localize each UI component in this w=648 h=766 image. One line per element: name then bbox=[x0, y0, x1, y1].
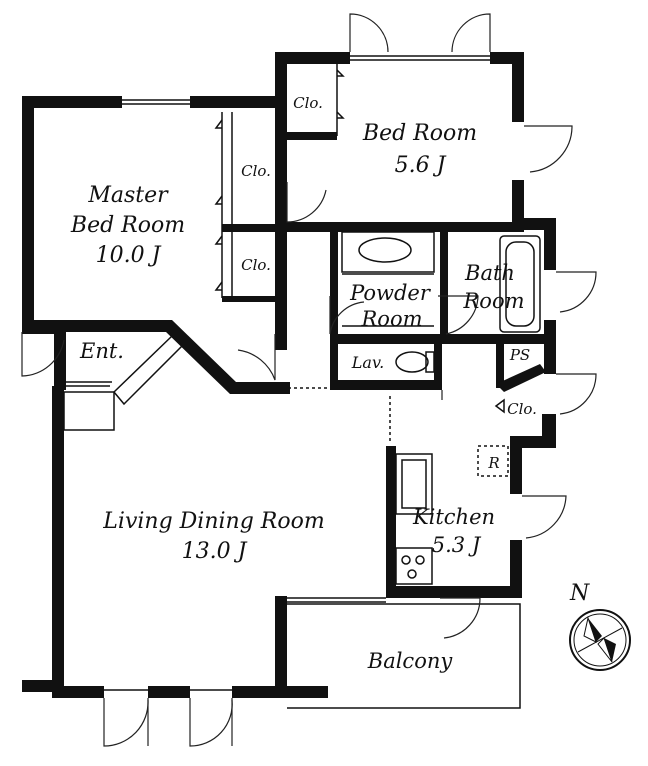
exterior-walls bbox=[22, 52, 556, 698]
bath-room-label: Bath bbox=[464, 261, 515, 285]
compass-icon: N bbox=[569, 581, 631, 671]
bath-room-label-2: Room bbox=[462, 289, 524, 313]
powder-room-label: Powder bbox=[349, 281, 432, 305]
master-bedroom-label: Master bbox=[87, 183, 169, 208]
balcony-label: Balcony bbox=[367, 649, 454, 673]
closet-label-4: Clo. bbox=[507, 400, 537, 418]
doors bbox=[21, 13, 597, 747]
refrigerator-label: R bbox=[487, 454, 499, 472]
entrance-label: Ent. bbox=[79, 339, 124, 363]
compass-north-label: N bbox=[569, 581, 590, 606]
kitchen-label: Kitchen bbox=[412, 505, 495, 529]
bedroom-size: 5.6 J bbox=[395, 153, 447, 178]
closet-label-3: Clo. bbox=[241, 256, 271, 274]
room-labels: Master Bed Room 10.0 J Bed Room 5.6 J Li… bbox=[70, 94, 537, 673]
lavatory-label: Lav. bbox=[351, 353, 384, 372]
interior-walls bbox=[22, 96, 556, 598]
living-room-label: Living Dining Room bbox=[102, 509, 324, 534]
living-room-size: 13.0 J bbox=[182, 539, 248, 564]
bedroom-label: Bed Room bbox=[362, 121, 477, 146]
closet-label-1: Clo. bbox=[293, 94, 323, 112]
closet-label-2: Clo. bbox=[241, 162, 271, 180]
powder-room-label-2: Room bbox=[360, 307, 422, 331]
kitchen-size: 5.3 J bbox=[432, 533, 482, 557]
fixtures bbox=[63, 55, 541, 709]
master-bedroom-size: 10.0 J bbox=[96, 243, 162, 268]
master-bedroom-label-2: Bed Room bbox=[70, 213, 185, 238]
ps-label: PS bbox=[509, 346, 530, 364]
